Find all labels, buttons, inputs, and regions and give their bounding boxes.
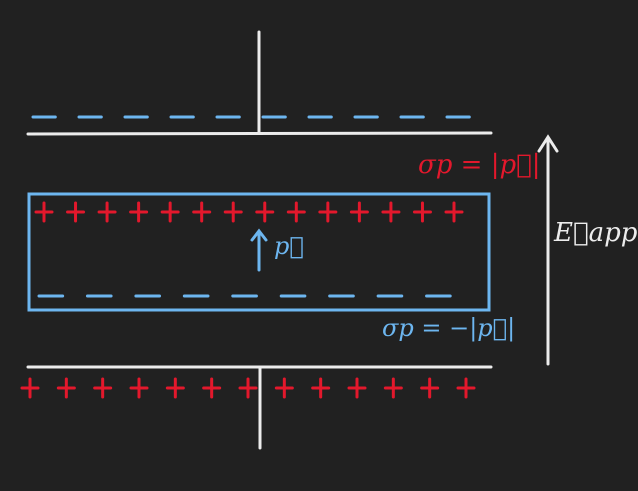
dielectric-slab <box>27 192 491 312</box>
polarization-label: p⃗ <box>274 232 304 260</box>
sigma-positive-label: σp = |p⃗| <box>418 150 541 180</box>
field-label: E⃗app <box>554 218 638 248</box>
sigma-negative-label: σp = −|p⃗| <box>382 314 516 342</box>
top-plate <box>26 131 493 136</box>
polarization-arrow <box>250 228 268 272</box>
field-arrow <box>537 134 559 366</box>
